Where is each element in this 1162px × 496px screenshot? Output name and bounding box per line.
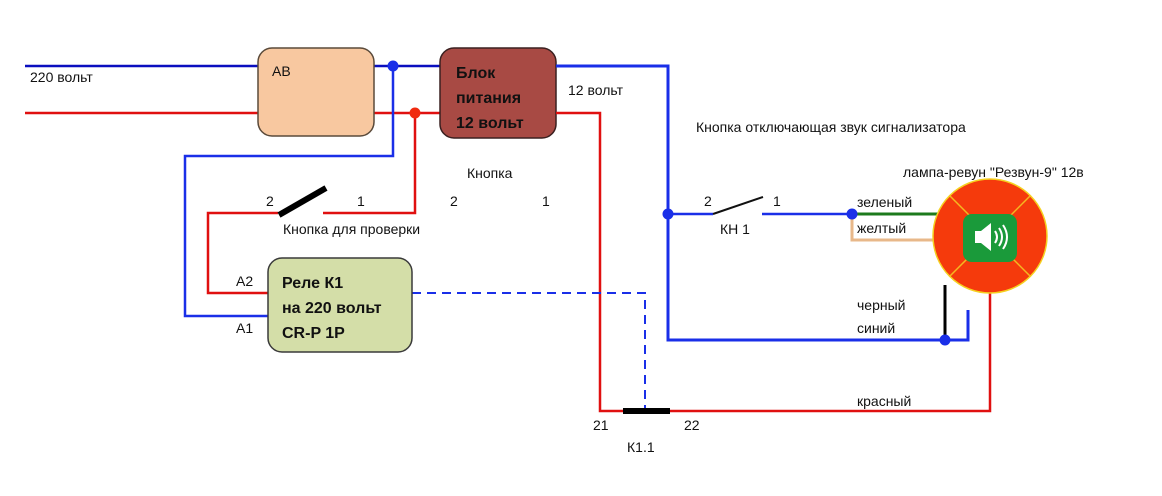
relay-pin-a2: A2 [236,273,253,289]
siren-lamp [932,178,1048,294]
relay-label-3: CR-P 1P [282,325,345,342]
junction-black-blue [939,334,951,346]
wire-relay-a2 [206,211,278,295]
extra-pin2: 2 [450,193,458,209]
test-switch-pin1: 1 [357,193,365,209]
test-switch-blade[interactable] [277,185,328,218]
junction-kn1-right [846,208,858,220]
wire-black-label: черный [857,297,905,313]
contact-21-label: 21 [593,417,609,433]
wire-yellow-label: желтый [857,220,906,236]
psu-box [439,47,557,139]
speaker-icon [975,223,1008,251]
kn1-blade[interactable] [712,196,764,215]
contact-22-label: 22 [684,417,700,433]
contact-name-label: К1.1 [627,439,655,455]
wire-blue-label: синий [857,320,895,336]
relay-box [267,257,413,353]
label-220v: 220 вольт [30,69,93,85]
junction-blue-220 [387,60,399,72]
psu-label-1: Блок [456,65,496,82]
psu-label-2: питания [456,90,521,107]
junction-kn1-left [662,208,674,220]
kn1-pin2: 2 [704,193,712,209]
wire-12v-red [556,111,625,413]
test-switch-pin2: 2 [266,193,274,209]
wire-green-label: зеленый [857,194,912,210]
breaker-label: АВ [272,63,291,79]
test-button-caption: Кнопка для проверки [283,221,420,237]
wire-red-label: красный [857,393,911,409]
relay-label-1: Реле К1 [282,275,343,292]
junction-red-220 [409,107,421,119]
wire-12v-blue [556,64,970,342]
relay-pin-a1: A1 [236,320,253,336]
wire-test-pin1 [323,113,417,215]
label-12v: 12 вольт [568,82,624,98]
kn1-label: КН 1 [720,221,750,237]
button-heading: Кнопка [467,165,513,181]
breaker-box [257,47,375,137]
relay-mechanical-link [412,292,646,408]
kn1-pin1: 1 [773,193,781,209]
wire-lamp-red [668,290,992,413]
wire-yellow [850,214,940,242]
lamp-caption: лампа-ревун "Резвун-9" 12в [903,164,1084,180]
mute-button-caption: Кнопка отключающая звук сигнализатора [696,119,966,135]
wire-relay-a1 [183,66,395,318]
psu-label-3: 12 вольт [456,115,524,132]
extra-pin1: 1 [542,193,550,209]
relay-label-2: на 220 вольт [282,300,382,317]
